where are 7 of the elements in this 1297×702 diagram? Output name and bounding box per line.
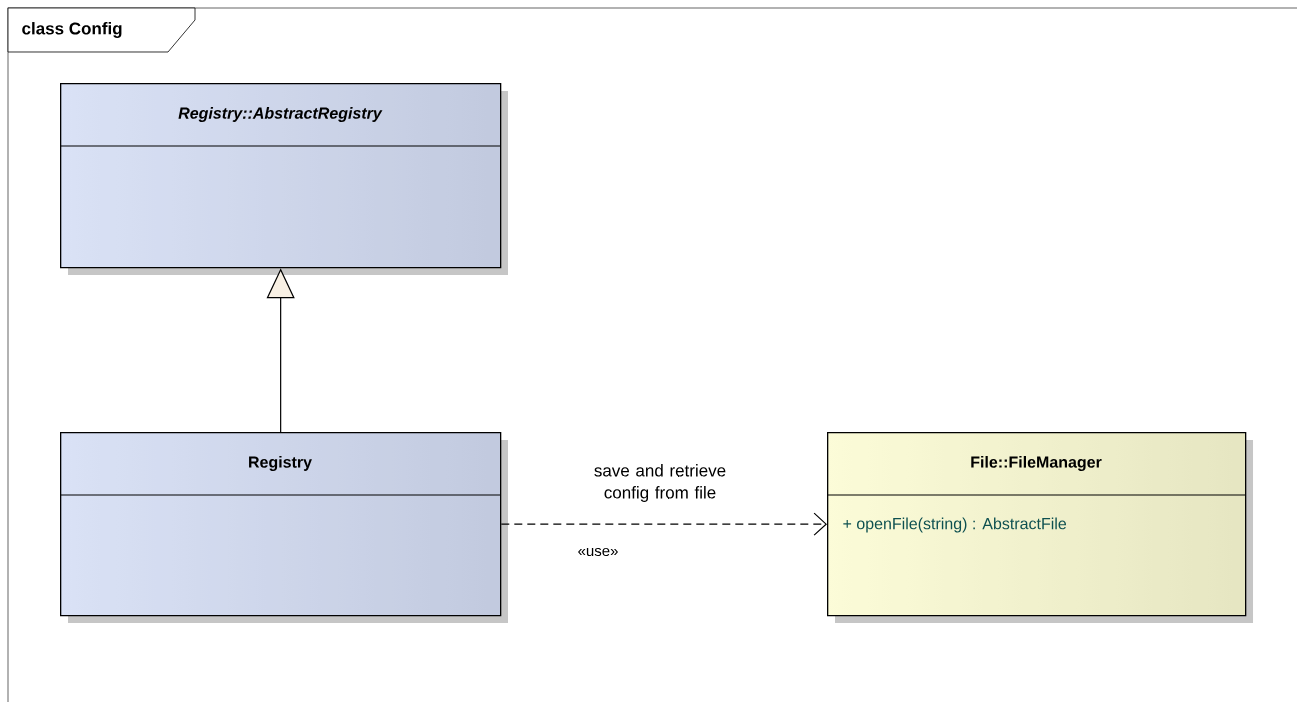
frame-tab: class Config xyxy=(7,7,196,53)
class-box: File::FileManager + openFile(string) : AbstractFile xyxy=(826,432,1253,623)
stereotype-label: «use» xyxy=(576,546,620,558)
note-text: save and retrieve config from file xyxy=(594,464,726,502)
class-box: Registry xyxy=(59,432,508,623)
class-box: Registry::AbstractRegistry xyxy=(59,83,508,275)
dependency-arrow xyxy=(500,512,827,536)
